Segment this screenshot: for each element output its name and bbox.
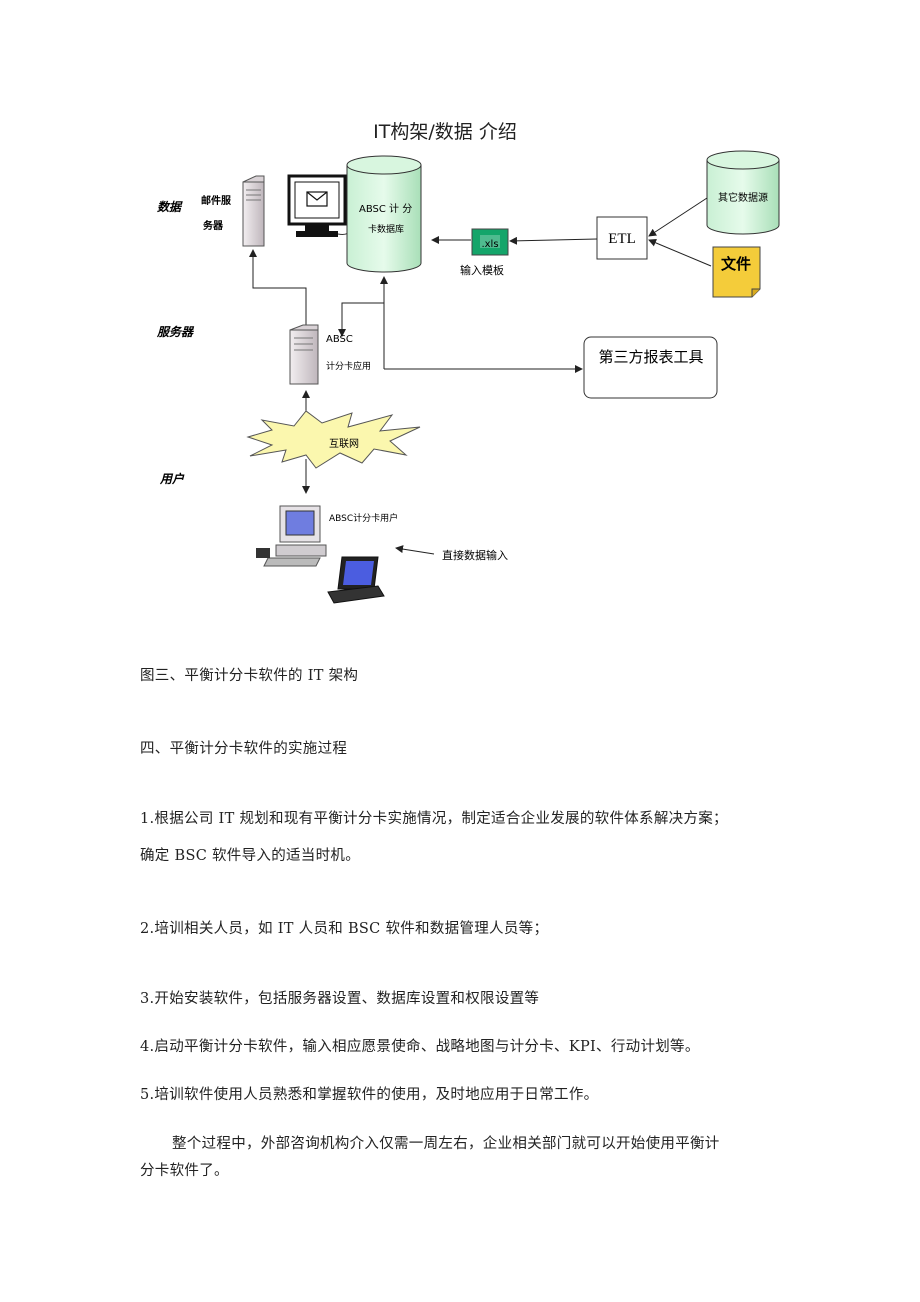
line-server-to-mail <box>249 249 307 325</box>
end-user-label: ABSC计分卡用户 <box>329 512 398 524</box>
input-template-label: 输入模板 <box>460 263 504 277</box>
mail-server-icon <box>242 175 265 247</box>
third-party-label: 第三方报表工具 <box>598 348 703 366</box>
xls-file-icon <box>471 228 509 256</box>
closing-line1: 整个过程中，外部咨询机构介入仅需一周左右，企业相关部门就可以开始使用平衡计 <box>172 1136 720 1152</box>
diagram-title: IT构架/数据 介绍 <box>373 121 517 143</box>
other-source-cylinder-icon <box>706 150 780 235</box>
mail-server-label: 邮件服 <box>201 194 232 207</box>
etl-label: ETL <box>608 231 636 247</box>
arrow-direct-input <box>395 545 435 555</box>
file-label: 文件 <box>721 255 751 273</box>
mail-monitor-icon <box>287 174 351 237</box>
app-label-line2: 计分卡应用 <box>326 360 371 372</box>
figure-caption: 图三、平衡计分卡软件的 IT 架构 <box>140 668 359 684</box>
direct-input-label: 直接数据输入 <box>442 548 508 562</box>
arrow-etl-to-xls <box>509 236 598 245</box>
arrow-source-to-etl <box>648 197 708 237</box>
step-1-line2: 确定 BSC 软件导入的适当时机。 <box>140 848 361 864</box>
label-server: 服务器 <box>156 325 195 339</box>
label-user: 用户 <box>159 472 185 486</box>
mail-server-label-2: 务器 <box>203 219 224 232</box>
step-1-line1: 1.根据公司 IT 规划和现有平衡计分卡实施情况，制定适合企业发展的软件体系解决… <box>140 811 728 827</box>
app-label-line1: ABSC <box>326 334 353 345</box>
app-server-icon <box>289 324 319 385</box>
arrow-file-to-etl <box>648 239 712 267</box>
step-3: 3.开始安装软件，包括服务器设置、数据库设置和权限设置等 <box>140 991 540 1007</box>
step-2: 2.培训相关人员，如 IT 人员和 BSC 软件和数据管理人员等； <box>140 921 549 937</box>
etl-box <box>596 216 648 260</box>
line-db-to-app <box>338 302 384 337</box>
internet-burst-icon <box>246 410 421 469</box>
label-data: 数据 <box>157 200 183 214</box>
internet-label: 互联网 <box>329 438 359 450</box>
closing-line2: 分卡软件了。 <box>140 1163 229 1179</box>
xls-label: .xls <box>481 239 498 250</box>
section-heading: 四、平衡计分卡软件的实施过程 <box>140 741 348 757</box>
desktop-computer-icon <box>256 505 327 567</box>
third-party-box <box>583 336 718 399</box>
database-icon <box>346 155 422 273</box>
database-label-line2: 卡数据库 <box>368 223 404 235</box>
file-icon <box>712 246 761 298</box>
laptop-icon <box>327 556 385 604</box>
database-label-line1: ABSC 计 分 <box>359 202 412 215</box>
step-5: 5.培训软件使用人员熟悉和掌握软件的使用，及时地应用于日常工作。 <box>140 1087 599 1103</box>
it-architecture-diagram: IT构架/数据 介绍 数据 服务器 用户 邮件服 务器 ABSC 计 分 卡数据… <box>156 121 780 604</box>
other-source-label: 其它数据源 <box>718 191 768 204</box>
step-4: 4.启动平衡计分卡软件，输入相应愿景使命、战略地图与计分卡、KPI、行动计划等。 <box>140 1039 700 1055</box>
